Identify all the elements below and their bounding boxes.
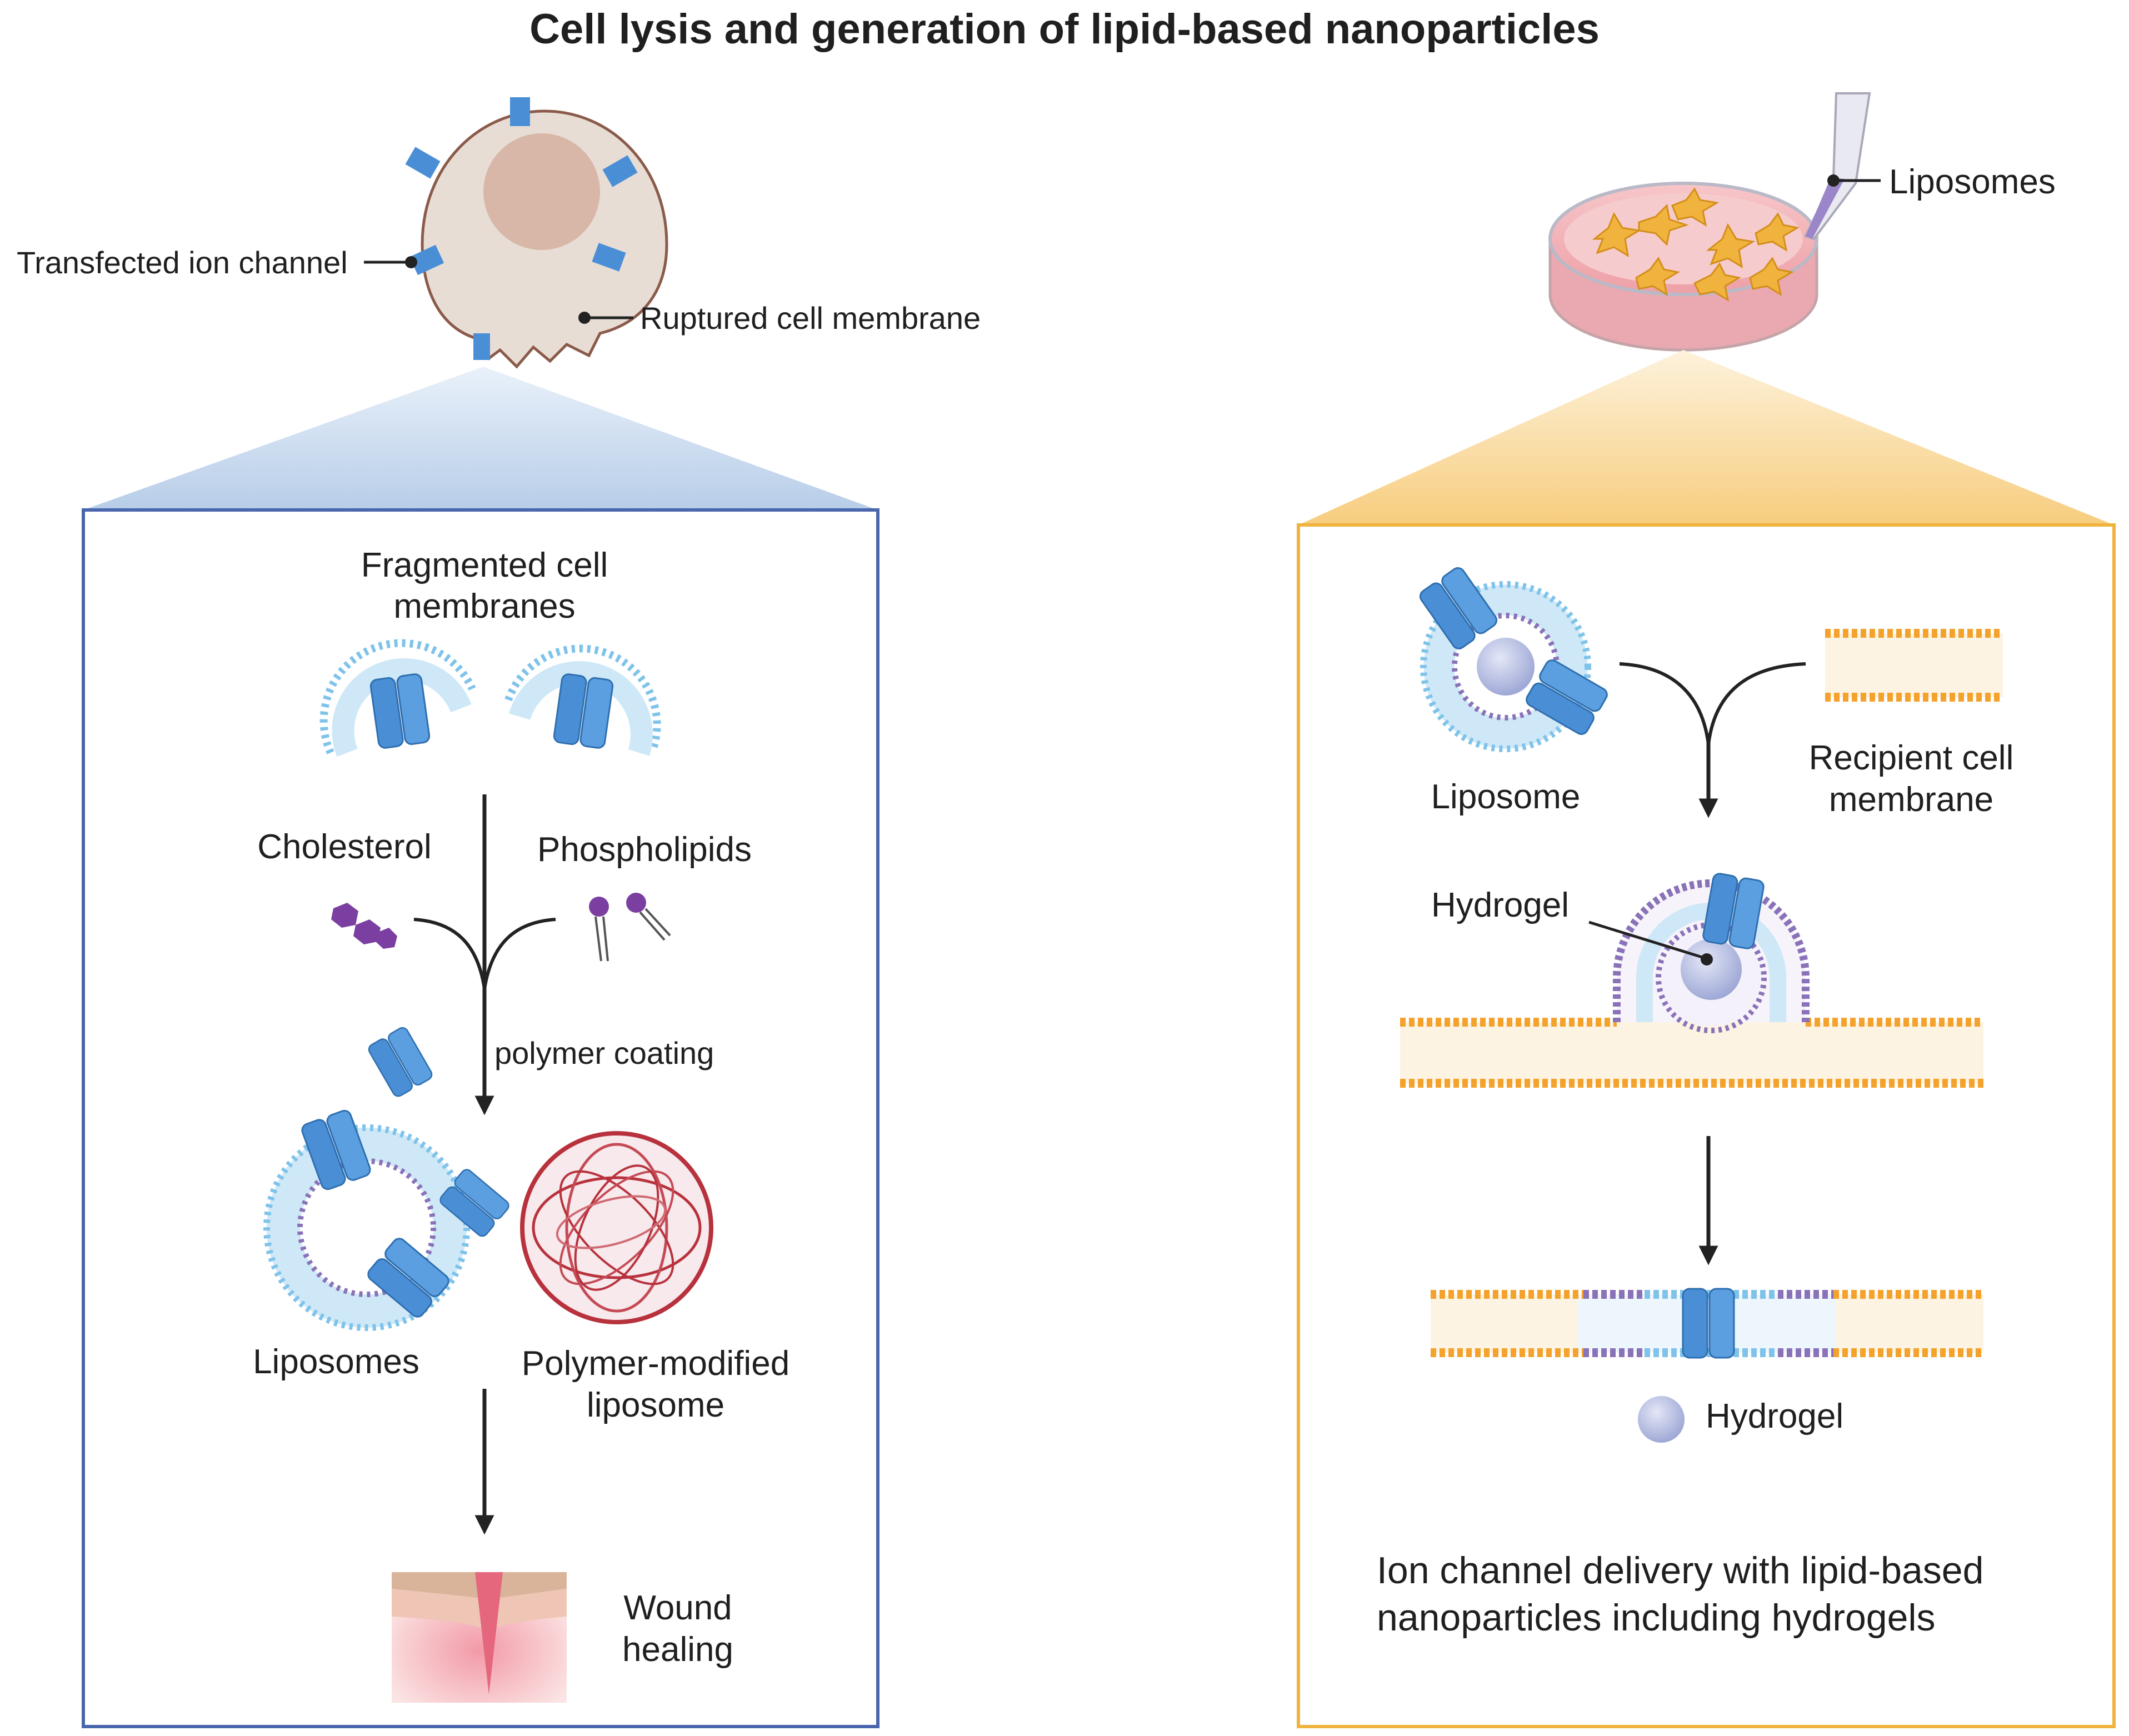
ruptured-membrane-callout: Ruptured cell membrane (578, 301, 981, 336)
wound-healing-label-1: Wound (623, 1589, 732, 1627)
polymer-modified-label-1: Polymer-modified (522, 1344, 789, 1383)
left-zoom-fan (83, 367, 878, 510)
ion-channel-delivery-caption-1: Ion channel delivery with lipid-based (1377, 1549, 1983, 1592)
cultured-cells (1592, 187, 1800, 302)
liposome-label: Liposome (1431, 778, 1581, 816)
right-panel-frame (1297, 523, 2116, 1728)
hydrogel-label-bottom: Hydrogel (1706, 1397, 1843, 1435)
integrated-membrane (1431, 1288, 1983, 1359)
polymer-modified-label-2: liposome (587, 1386, 724, 1424)
transfected-ion-channel-label: Transfected ion channel (17, 245, 348, 280)
recipient-membrane-label-1: Recipient cell (1809, 739, 2014, 777)
left-panel-frame (82, 508, 879, 1728)
polymer-coating-label: polymer coating (494, 1035, 714, 1070)
fragmented-membranes-label-1: Fragmented cell (361, 546, 608, 584)
liposomes-label: Liposomes (253, 1343, 419, 1381)
cholesterol-label: Cholesterol (257, 828, 432, 866)
membrane-channel (405, 147, 441, 179)
ion-channel-delivery-caption-2: nanoparticles including hydrogels (1377, 1597, 1936, 1639)
phospholipid-molecules (589, 893, 671, 962)
cell-nucleus (483, 133, 600, 250)
polymer-modified-liposome (366, 1025, 713, 1324)
merge-curve-right-right (1707, 662, 1806, 745)
merge-curve-left (413, 918, 486, 989)
wound-healing-illustration (392, 1572, 567, 1703)
cholesterol-molecule (331, 903, 397, 949)
liposome-with-hydrogel (1417, 564, 1611, 752)
wound-healing-label-2: healing (622, 1630, 733, 1669)
hydrogel-callout-top: Hydrogel (1431, 886, 1713, 965)
membrane-channel (510, 97, 530, 126)
phospholipids-label: Phospholipids (537, 831, 752, 869)
pipette-liposomes-label: Liposomes (1889, 163, 2056, 201)
membrane-fragment-left (319, 639, 476, 757)
liposomes-pipette-callout: Liposomes (1827, 163, 2056, 201)
hydrogel-legend-sphere (1638, 1396, 1685, 1443)
membrane-channel (592, 243, 626, 272)
liposome-left (263, 1108, 470, 1331)
membrane-channel (602, 155, 638, 187)
pipette (1804, 92, 1871, 241)
recipient-membrane-segment (1825, 629, 2003, 702)
recipient-membrane-label-2: membrane (1829, 781, 1993, 819)
merge-curve-right-left (1619, 662, 1710, 745)
ruptured-cell (405, 97, 668, 369)
membrane-channel (473, 333, 490, 360)
fragmented-membranes-label-2: membranes (393, 587, 575, 626)
merge-curve-right (483, 918, 556, 989)
membrane-channel (409, 244, 444, 276)
ruptured-cell-membrane-label: Ruptured cell membrane (640, 301, 981, 336)
figure-title: Cell lysis and generation of lipid-based… (529, 6, 1600, 53)
membrane-fragment-right (504, 644, 661, 756)
transfected-ion-channel-callout: Transfected ion channel (17, 245, 417, 280)
hydrogel-label-top: Hydrogel (1431, 886, 1569, 924)
right-zoom-fan (1298, 350, 2114, 525)
petri-dish (1548, 182, 1818, 352)
